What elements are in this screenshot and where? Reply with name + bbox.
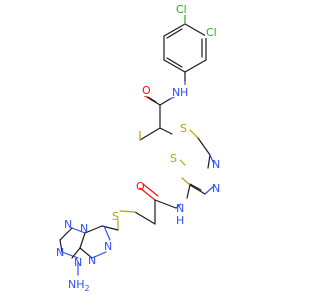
triazole-nitrogen: N — [80, 222, 88, 235]
atom-labels: Cl Cl N H O S S N N N H O S N N N N N N … — [56, 3, 223, 293]
carbonyl-oxygen: O — [136, 180, 145, 193]
triazole-nitrogen: N — [74, 256, 82, 269]
amide-nitrogen: N — [176, 202, 184, 215]
triazole-nitrogen: N — [56, 246, 64, 259]
thioether-sulfur: S — [112, 210, 119, 223]
triazole-nitrogen: N — [88, 254, 96, 267]
carbonyl-oxygen: O — [142, 84, 151, 97]
chlorine-atom: Cl — [206, 26, 217, 39]
amino-group: NH2 — [68, 278, 90, 293]
triazole-nitrogen: N — [104, 240, 112, 253]
thioether-sulfur: S — [180, 122, 187, 135]
thiadiazole-sulfur: S — [170, 152, 177, 165]
amide-hydrogen: H — [176, 214, 184, 227]
amide-nitrogen: N — [172, 86, 180, 99]
bond-network — [59, 13, 215, 276]
amide-hydrogen: H — [180, 86, 188, 99]
triazole-nitrogen: N — [64, 218, 72, 231]
chlorine-atom: Cl — [176, 3, 187, 16]
thiadiazole-nitrogen: N — [212, 182, 220, 195]
thiadiazole-nitrogen: N — [212, 158, 220, 171]
molecule-structure: Cl Cl N H O S S N N N H O S N N N N N N … — [56, 3, 223, 293]
